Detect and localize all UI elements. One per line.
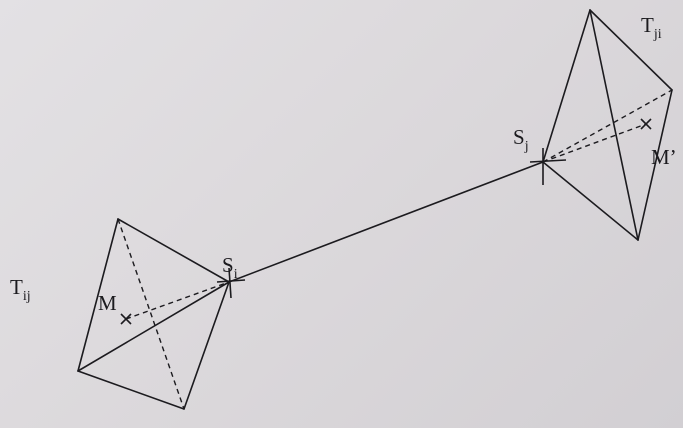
- tetrahedron-t-ji: [542, 9, 673, 241]
- si-cross-marker: [216, 267, 246, 299]
- tij-edge-left: [77, 218, 119, 372]
- tji-edge-top-right: [589, 9, 673, 91]
- tji-hidden-edge: [542, 89, 673, 163]
- tji-edge-right: [637, 89, 673, 241]
- tij-edge-bottom: [77, 370, 185, 410]
- tetrahedron-t-ij: [77, 218, 230, 410]
- tji-edge-left: [542, 9, 591, 163]
- tji-edge-bottom: [542, 161, 639, 241]
- sj-cross-marker: [529, 148, 567, 185]
- label-t-ji: Tji: [641, 13, 662, 42]
- tij-edge-diagonal: [77, 281, 230, 372]
- label-m: M: [98, 291, 117, 315]
- tji-edge-center: [589, 9, 639, 241]
- dashed-sj-to-m-prime: [542, 123, 647, 163]
- m-x-marker: [120, 313, 132, 325]
- tij-hidden-edge: [117, 218, 185, 410]
- tij-edge-right: [183, 281, 230, 410]
- segment-si-sj: [228, 161, 544, 283]
- label-t-ij: Tij: [10, 275, 31, 304]
- dashed-m-to-si: [125, 281, 230, 320]
- label-s-i: Si: [222, 253, 238, 282]
- label-m-prime: M’: [651, 145, 677, 169]
- m-prime-x-marker: [640, 118, 652, 130]
- tij-edge-top: [117, 218, 230, 283]
- label-s-j: Sj: [513, 125, 529, 154]
